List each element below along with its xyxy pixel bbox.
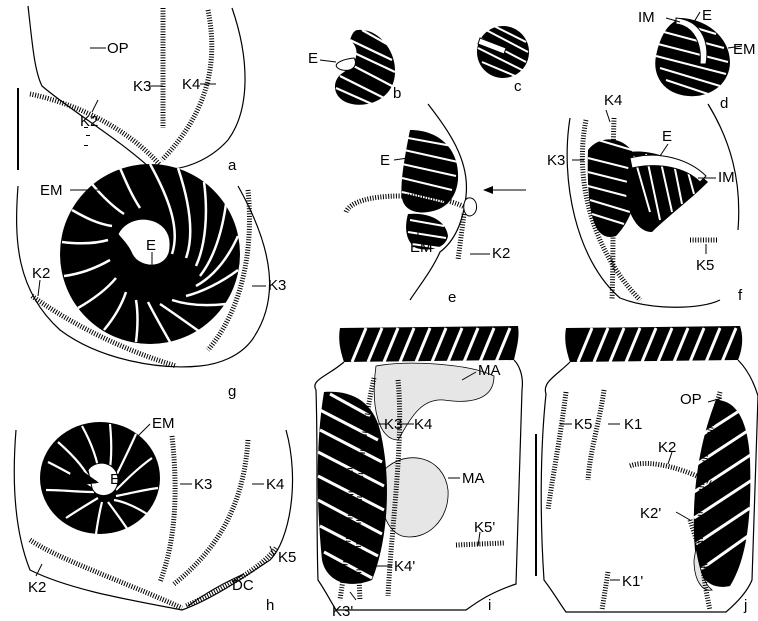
label-k5: K5 (696, 257, 714, 274)
panel-f: K4 K3 E IM K5 f (547, 92, 743, 307)
kinety-k4 (174, 440, 248, 584)
label-im: IM (638, 9, 655, 26)
panel-letter: a (228, 157, 237, 174)
label-k3: K3 (194, 476, 212, 493)
panel-letter: h (266, 597, 274, 614)
panel-g: EM E K2 K3 g (17, 164, 287, 400)
label-k3: K3 (268, 277, 286, 294)
label-e: E (110, 471, 120, 488)
panel-letter: d (720, 95, 728, 112)
label-k2: K2 (492, 245, 510, 262)
label-k3: K3 (133, 78, 151, 95)
panel-e: E EM K2 e (346, 104, 526, 306)
panel-c: c (477, 26, 529, 95)
label-k5-prime: K5' (474, 519, 495, 536)
label-e: E (662, 128, 672, 145)
label-dc: DC (232, 577, 254, 594)
label-em: EM (733, 41, 756, 58)
label-im: IM (718, 169, 735, 186)
panel-i: MA K3 K4 MA K5' K4' K3' i (315, 326, 536, 620)
label-em: EM (410, 239, 433, 256)
label-k1-prime: K1' (622, 573, 643, 590)
label-ma-lower: MA (462, 470, 485, 487)
label-k2: K2 (32, 265, 50, 282)
label-k2-prime: K2' (640, 505, 661, 522)
label-k3-prime: K3' (332, 603, 353, 620)
panel-letter: g (228, 383, 236, 400)
kinety-k3 (160, 436, 175, 582)
label-em: EM (40, 182, 63, 199)
label-k4-prime: K4' (394, 558, 415, 575)
panel-b: E b (308, 30, 401, 105)
label-k2: K2 (28, 579, 46, 596)
label-k4: K4 (266, 476, 284, 493)
label-k2: K2 (658, 439, 676, 456)
label-em: EM (152, 415, 175, 432)
label-e: E (308, 50, 318, 67)
panel-d: IM E EM d (638, 7, 756, 112)
panel-letter: i (488, 597, 491, 614)
label-k3: K3 (384, 416, 402, 433)
label-k3: K3 (547, 152, 565, 169)
label-k1: K1 (624, 416, 642, 433)
label-k4: K4 (414, 416, 432, 433)
label-k4: K4 (182, 76, 200, 93)
panel-letter: e (448, 289, 456, 306)
label-op: OP (680, 391, 702, 408)
kinety-k2 (30, 540, 182, 608)
label-ma-upper: MA (478, 362, 501, 379)
label-op: OP (107, 40, 129, 57)
panel-letter: c (514, 78, 522, 95)
label-k5: K5 (278, 549, 296, 566)
label-e: E (702, 7, 712, 24)
panel-letter: j (743, 597, 747, 614)
panel-j: K5 K1 OP K2 K2' K1' j (541, 326, 758, 614)
label-k5: K5 (574, 416, 592, 433)
label-e: E (380, 152, 390, 169)
label-e: E (146, 237, 156, 254)
label-k2: K2 (80, 113, 98, 130)
panel-letter: f (738, 287, 743, 304)
panel-h: EM E K3 K4 K5 K2 DC h (14, 415, 296, 614)
panel-letter: b (393, 85, 401, 102)
panel-a: OP K3 K4 K2 a (18, 6, 245, 174)
label-k4: K4 (604, 92, 622, 109)
